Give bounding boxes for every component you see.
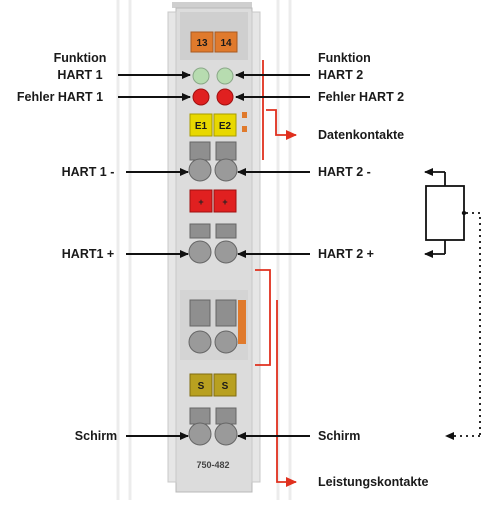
label-hart1-plus: HART1 +: [62, 247, 114, 261]
label-funktion-hart2-line1: Funktion: [318, 51, 371, 65]
led-error-hart2: [216, 88, 234, 106]
data-contact-pads: [242, 112, 247, 132]
terminal-14-label: 14: [220, 38, 232, 49]
terminal-13-label: 13: [196, 38, 208, 49]
status-leds: [192, 67, 234, 106]
top-terminal-labels: 13 14: [190, 31, 238, 53]
leistungskontakte-bracket: [255, 269, 297, 487]
led-function-hart2: [216, 67, 234, 85]
label-fehler-hart1: Fehler HART 1: [17, 90, 103, 104]
label-fehler-hart2: Fehler HART 2: [318, 90, 404, 104]
sensor-circuit: [424, 168, 481, 440]
plus-markers: + +: [189, 189, 237, 213]
led-function-hart1: [192, 67, 210, 85]
label-leistungskontakte: Leistungskontakte: [318, 475, 428, 489]
label-funktion-hart2-line2: HART 2: [318, 68, 363, 82]
marker-plus-1: +: [198, 197, 203, 207]
right-callouts: Funktion HART 2 Fehler HART 2 Datenkonta…: [235, 51, 428, 489]
label-datenkontakte: Datenkontakte: [318, 128, 404, 142]
marker-s-2: S: [222, 381, 229, 392]
led-error-hart1: [192, 88, 210, 106]
left-callouts: Funktion HART 1 Fehler HART 1 HART 1 - H…: [17, 51, 191, 443]
label-schirm-right: Schirm: [318, 429, 360, 443]
model-number: 750-482: [196, 460, 229, 470]
datenkontakte-bracket: [262, 60, 297, 160]
marker-e2: E2: [219, 121, 232, 132]
label-hart2-minus: HART 2 -: [318, 165, 371, 179]
label-funktion-hart1-line2: HART 1: [57, 68, 102, 82]
resistor-symbol: [425, 185, 465, 241]
marker-e1: E1: [195, 121, 208, 132]
marker-plus-2: +: [222, 197, 227, 207]
marker-s-1: S: [198, 381, 205, 392]
din-rail-outline: [116, 0, 292, 500]
terminal-clamps: [188, 141, 238, 446]
label-funktion-hart1-line1: Funktion: [54, 51, 107, 65]
e-markers: E1 E2: [189, 113, 237, 137]
power-contact-strip: [238, 300, 246, 344]
shield-markers: S S: [189, 373, 237, 397]
label-hart1-minus: HART 1 -: [62, 165, 115, 179]
label-schirm-left: Schirm: [75, 429, 117, 443]
label-hart2-plus: HART 2 +: [318, 247, 374, 261]
